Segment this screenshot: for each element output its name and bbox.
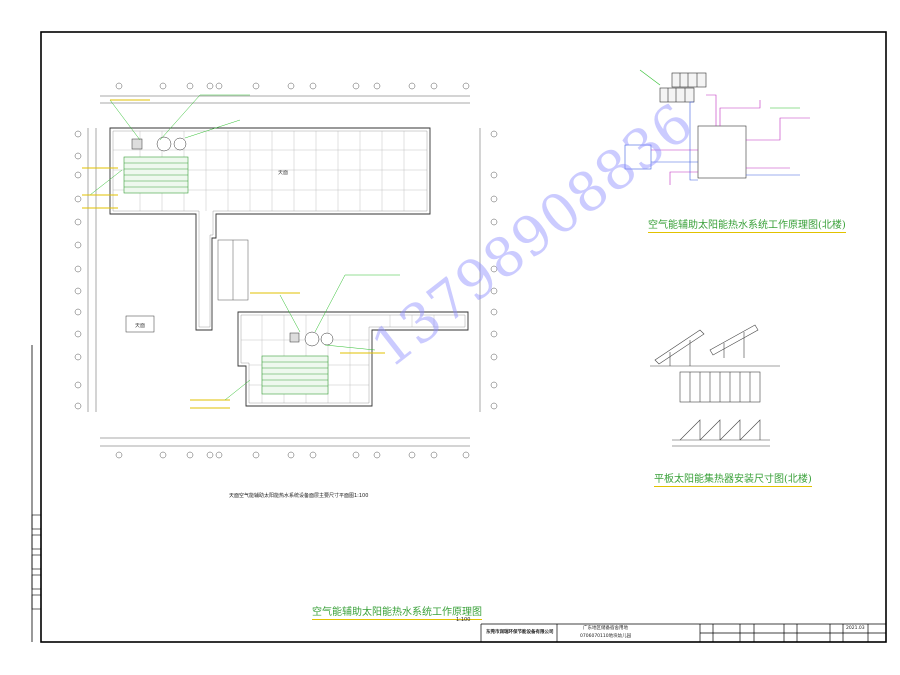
system-schematic	[624, 69, 810, 185]
drawing-scale: 1:100	[456, 617, 471, 623]
north-roof-outline	[109, 127, 431, 331]
grid-bubbles-bottom	[115, 451, 470, 459]
title-block-date: 2021.03	[846, 626, 865, 631]
mount-side-frames	[672, 419, 770, 447]
plan-caption: 天面空气能辅助太阳能热水系统设备面层主要尺寸平面图1:100	[229, 493, 369, 499]
drawing-title-text: 空气能辅助太阳能热水系统工作原理图	[312, 607, 482, 620]
sheet-border	[40, 31, 887, 643]
small-roof-box	[125, 315, 155, 333]
schematic-title: 空气能辅助太阳能热水系统工作原理图(北楼)	[648, 220, 846, 233]
collector-mount-detail	[650, 324, 780, 447]
grid-bubbles-top	[115, 82, 470, 90]
mount-title: 平板太阳能集热器安装尺寸图(北楼)	[654, 474, 812, 487]
schematic-pipes	[639, 69, 810, 185]
title-block-project-line1: 广东地区储备宿舍用地	[583, 626, 628, 631]
roof-room-label: 天面	[278, 170, 289, 176]
schematic-title-text: 空气能辅助太阳能热水系统工作原理图(北楼)	[648, 220, 846, 233]
grid-bubbles-right	[490, 130, 498, 410]
grid-bubbles-left	[74, 130, 82, 410]
title-block-company: 东莞市润瑞环保节能设备有限公司	[486, 630, 554, 635]
roof-box-label: 天面	[135, 323, 146, 329]
schematic-water-tank	[697, 125, 747, 179]
schematic-heat-pump	[624, 144, 652, 170]
schematic-solar-panels	[659, 72, 707, 103]
north-collector-array	[123, 156, 189, 194]
south-roof-outline	[237, 311, 469, 407]
title-block-frame	[480, 623, 886, 642]
plan-annotations	[82, 94, 400, 409]
roof-plan	[74, 82, 498, 459]
left-margin-stamps	[31, 514, 42, 610]
south-collector-array	[261, 355, 329, 395]
mount-title-text: 平板太阳能集热器安装尺寸图(北楼)	[654, 474, 812, 487]
drawing-title: 空气能辅助太阳能热水系统工作原理图	[312, 607, 482, 620]
title-block-project-line2: 0706070110地块幼儿园	[580, 634, 632, 639]
